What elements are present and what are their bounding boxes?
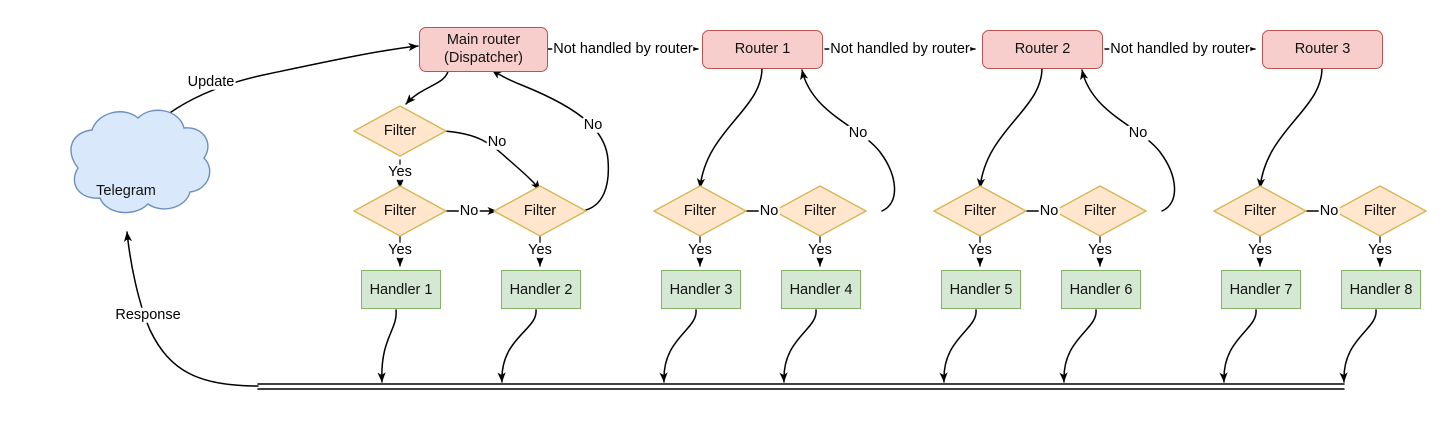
router-label: Router 3 (1294, 40, 1351, 57)
diamond-icon (932, 185, 1028, 237)
edge-label-no-filter-r3-a: No (1318, 202, 1340, 219)
edge-filter-r2-b-no-to-router2 (1080, 69, 1176, 212)
edge-handler3-to-bus (659, 309, 697, 383)
handler-label: Handler 3 (669, 281, 733, 298)
edge-filtertop-no-to-filter-main-b (441, 130, 541, 191)
edge-label-not-handled-router1-to-router2: Not handled by router (829, 40, 971, 57)
edge-handler2-to-bus (497, 309, 537, 383)
filter-node-filter-r2-a[interactable]: Filter (932, 185, 1028, 237)
telegram-label: Telegram (96, 183, 156, 199)
handler-node-handler-2[interactable]: Handler 2 (501, 270, 581, 309)
handler-node-handler-1[interactable]: Handler 1 (361, 270, 441, 309)
handler-label: Handler 6 (1069, 281, 1133, 298)
router-label-line2: (Dispatcher) (444, 49, 523, 66)
handler-node-handler-8[interactable]: Handler 8 (1341, 270, 1421, 309)
filter-node-filter-top-main[interactable]: Filter (352, 105, 448, 157)
edge-response (123, 231, 259, 387)
edge-main-to-filter-top (405, 67, 450, 105)
edge-label-yes-filter-top-main: Yes (387, 163, 413, 180)
edge-handler7-to-bus (1219, 309, 1257, 383)
edge-handler6-to-bus (1059, 309, 1097, 383)
edge-label-no-filter-top-main: No (486, 133, 508, 150)
edge-label-yes-handler-5: Yes (967, 241, 993, 258)
edge-label-yes-handler-7: Yes (1247, 241, 1273, 258)
edge-label-no-filter-main-b: No (582, 116, 604, 133)
diamond-icon (772, 185, 868, 237)
router-label: Router 1 (734, 40, 791, 57)
filter-node-filter-main-b[interactable]: Filter (492, 185, 588, 237)
router-label-line1: Main router (446, 31, 521, 48)
router-node-main-router[interactable]: Main router (Dispatcher) (419, 27, 548, 72)
diamond-icon (352, 105, 448, 157)
filter-node-filter-r3-b[interactable]: Filter (1332, 185, 1428, 237)
edge-router3-to-filter-a (1256, 67, 1323, 189)
handler-label: Handler 7 (1229, 281, 1293, 298)
filter-node-filter-r3-a[interactable]: Filter (1212, 185, 1308, 237)
handler-node-handler-6[interactable]: Handler 6 (1061, 270, 1141, 309)
diamond-icon (1052, 185, 1148, 237)
diamond-icon (1212, 185, 1308, 237)
diamond-icon (352, 185, 448, 237)
filter-node-filter-r1-a[interactable]: Filter (652, 185, 748, 237)
filter-node-filter-main-a[interactable]: Filter (352, 185, 448, 237)
router-node-router-3[interactable]: Router 3 (1262, 30, 1383, 69)
handler-label: Handler 2 (509, 281, 573, 298)
handler-label: Handler 4 (789, 281, 853, 298)
edge-label-yes-handler-6: Yes (1087, 241, 1113, 258)
filter-node-filter-r2-b[interactable]: Filter (1052, 185, 1148, 237)
edge-label-not-handled-router2-to-router3: Not handled by router (1109, 40, 1251, 57)
handler-node-handler-4[interactable]: Handler 4 (781, 270, 861, 309)
handler-label: Handler 1 (369, 281, 433, 298)
edge-label-yes-handler-4: Yes (807, 241, 833, 258)
edge-handler8-to-bus (1339, 309, 1377, 383)
edge-handler1-to-bus (377, 309, 397, 383)
router-node-router-2[interactable]: Router 2 (982, 30, 1103, 69)
edge-label-yes-handler-3: Yes (687, 241, 713, 258)
diamond-icon (652, 185, 748, 237)
edge-label-no-filter-r1-a: No (758, 202, 780, 219)
edge-router2-to-filter-a (976, 67, 1043, 189)
edge-label-update: Update (186, 73, 236, 90)
edge-label-no-filter-main-a: No (458, 202, 480, 219)
filter-node-filter-r1-b[interactable]: Filter (772, 185, 868, 237)
edge-label-no-filter-r1-b: No (847, 124, 869, 141)
edge-handler4-to-bus (779, 309, 817, 383)
edge-handler5-to-bus (939, 309, 977, 383)
edge-label-no-filter-r2-a: No (1038, 202, 1060, 219)
router-node-router-1[interactable]: Router 1 (702, 30, 823, 69)
handler-node-handler-7[interactable]: Handler 7 (1221, 270, 1301, 309)
handler-node-handler-5[interactable]: Handler 5 (941, 270, 1021, 309)
diamond-icon (1332, 185, 1428, 237)
edge-label-no-filter-r2-b: No (1127, 124, 1149, 141)
edge-label-response: Response (114, 306, 182, 323)
edge-label-yes-handler-2: Yes (527, 241, 553, 258)
edge-label-yes-handler-1: Yes (387, 241, 413, 258)
handler-label: Handler 8 (1349, 281, 1413, 298)
edge-router1-to-filter-a (696, 67, 763, 189)
handler-node-handler-3[interactable]: Handler 3 (661, 270, 741, 309)
cloud-icon (70, 109, 211, 214)
edge-filter-r1-b-no-to-router1 (800, 69, 896, 212)
edge-label-not-handled-main-to-router1: Not handled by router (552, 40, 694, 57)
edge-label-yes-handler-8: Yes (1367, 241, 1393, 258)
router-label: Router 2 (1014, 40, 1071, 57)
handler-label: Handler 5 (949, 281, 1013, 298)
diamond-icon (492, 185, 588, 237)
